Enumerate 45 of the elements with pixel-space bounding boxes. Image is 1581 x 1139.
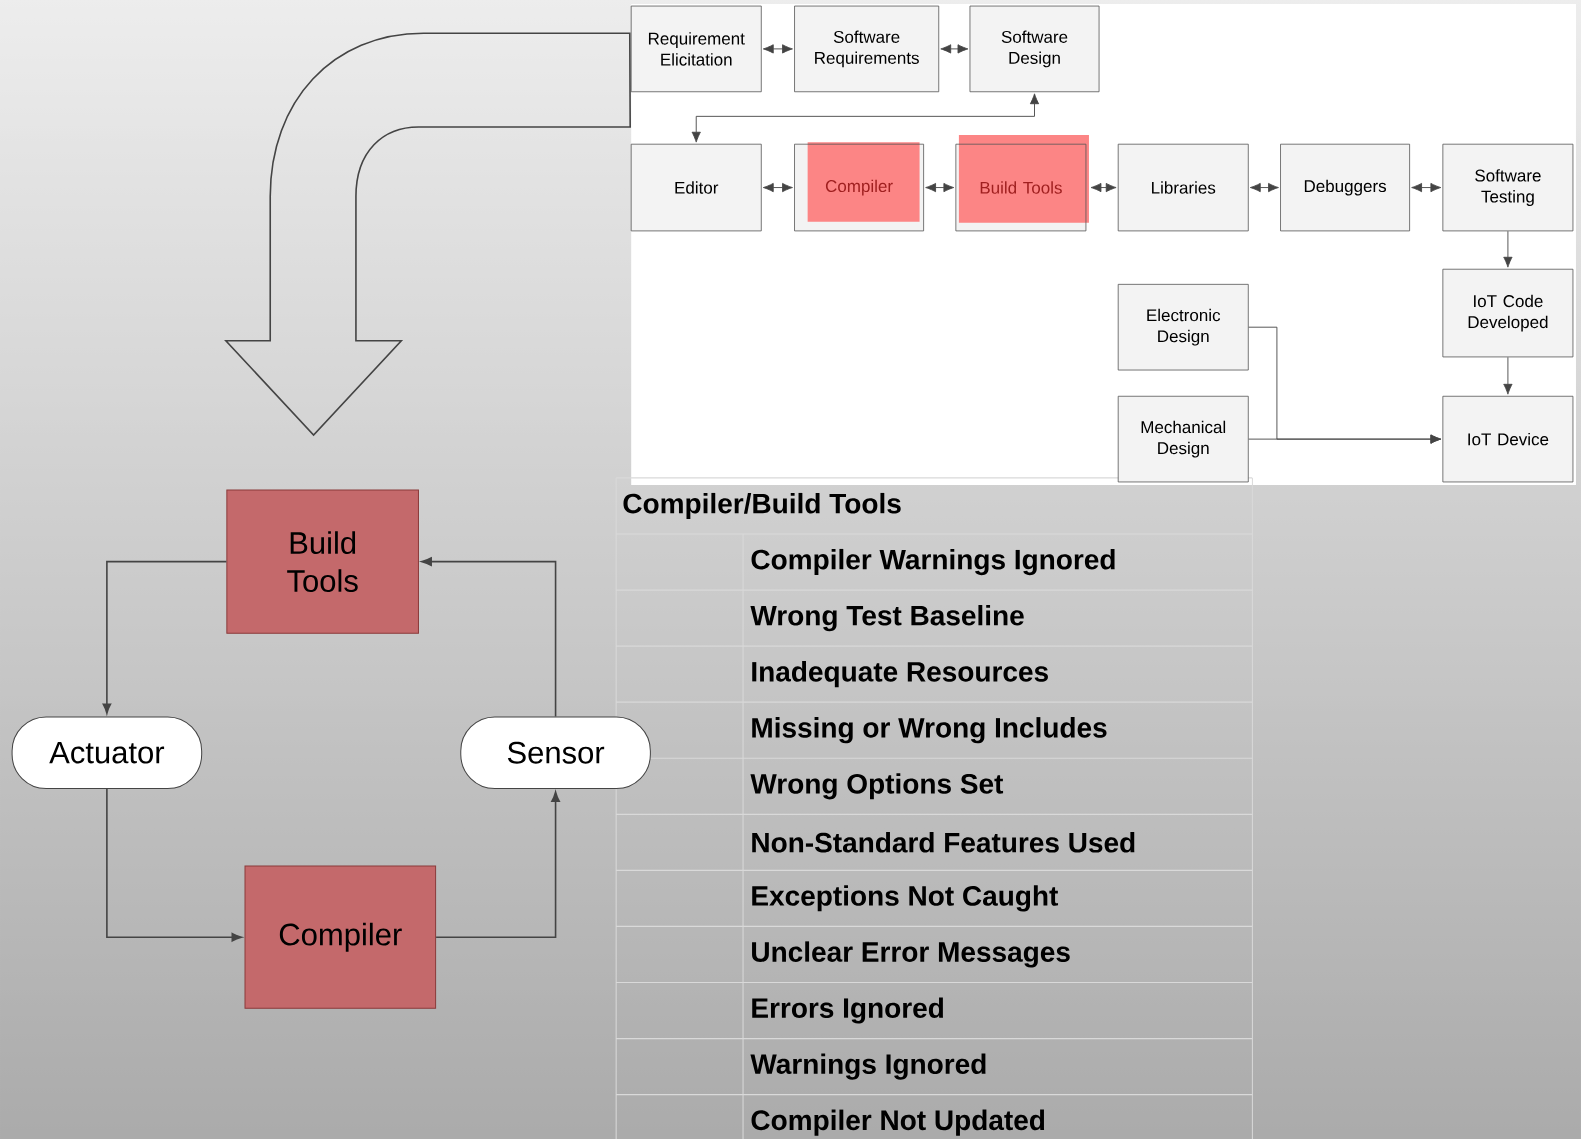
arrow — [421, 557, 557, 717]
table-cell: Compiler Warnings Ignored — [751, 548, 1115, 575]
table-cell: Compiler/Build Tools — [623, 492, 901, 519]
table-cell: Compiler Not Updated — [751, 1109, 1045, 1136]
table-cell: Exceptions Not Caught — [752, 885, 1059, 912]
table-cell: Warnings Ignored — [750, 1053, 986, 1080]
arrow — [940, 44, 969, 54]
highlighted-box: Build Tools — [955, 134, 1089, 232]
block-arrow — [225, 32, 631, 436]
rounded-box: Actuator — [11, 716, 203, 789]
arrow — [1411, 182, 1442, 192]
process-box: Software Requirements — [794, 5, 940, 92]
arrow — [1503, 356, 1513, 395]
arrow — [1248, 434, 1442, 444]
highlighted-box: Compiler — [794, 142, 924, 232]
table-cell: Non-Standard Features Used — [752, 831, 1135, 853]
table-cell: Errors Ignored — [752, 997, 943, 1024]
table-cell: Wrong Test Baseline — [750, 604, 1024, 631]
process-box: Build Tools — [226, 489, 419, 634]
process-box: Electronic Design — [1117, 283, 1249, 371]
process-box: Mechanical Design — [1117, 395, 1249, 483]
table-cell: Inadequate Resources — [752, 660, 1048, 687]
process-box: Editor — [630, 143, 762, 232]
table-cell: Wrong Options Set — [750, 773, 1004, 800]
arrow — [435, 791, 560, 938]
process-box: Requirement Elicitation — [630, 5, 762, 92]
process-box: Software Design — [969, 5, 1100, 92]
process-box: IoT Code Developed — [1442, 268, 1574, 358]
table-cell: Missing or Wrong Includes — [752, 716, 1107, 744]
arrow — [102, 560, 228, 714]
arrow — [762, 182, 793, 192]
process-box: Libraries — [1117, 143, 1249, 232]
arrow — [762, 44, 793, 54]
arrow — [1090, 182, 1117, 192]
arrow — [1503, 230, 1513, 268]
process-box: IoT Device — [1442, 395, 1574, 483]
process-box: Debuggers — [1280, 143, 1410, 232]
rounded-box: Sensor — [460, 716, 651, 789]
arrow — [106, 788, 243, 942]
table-cell: Unclear Error Messages — [752, 941, 1070, 968]
process-box: Compiler — [244, 865, 437, 1009]
arrow — [691, 93, 1040, 143]
arrow — [925, 182, 955, 192]
process-box: Software Testing — [1442, 143, 1574, 232]
arrow — [1249, 182, 1279, 192]
